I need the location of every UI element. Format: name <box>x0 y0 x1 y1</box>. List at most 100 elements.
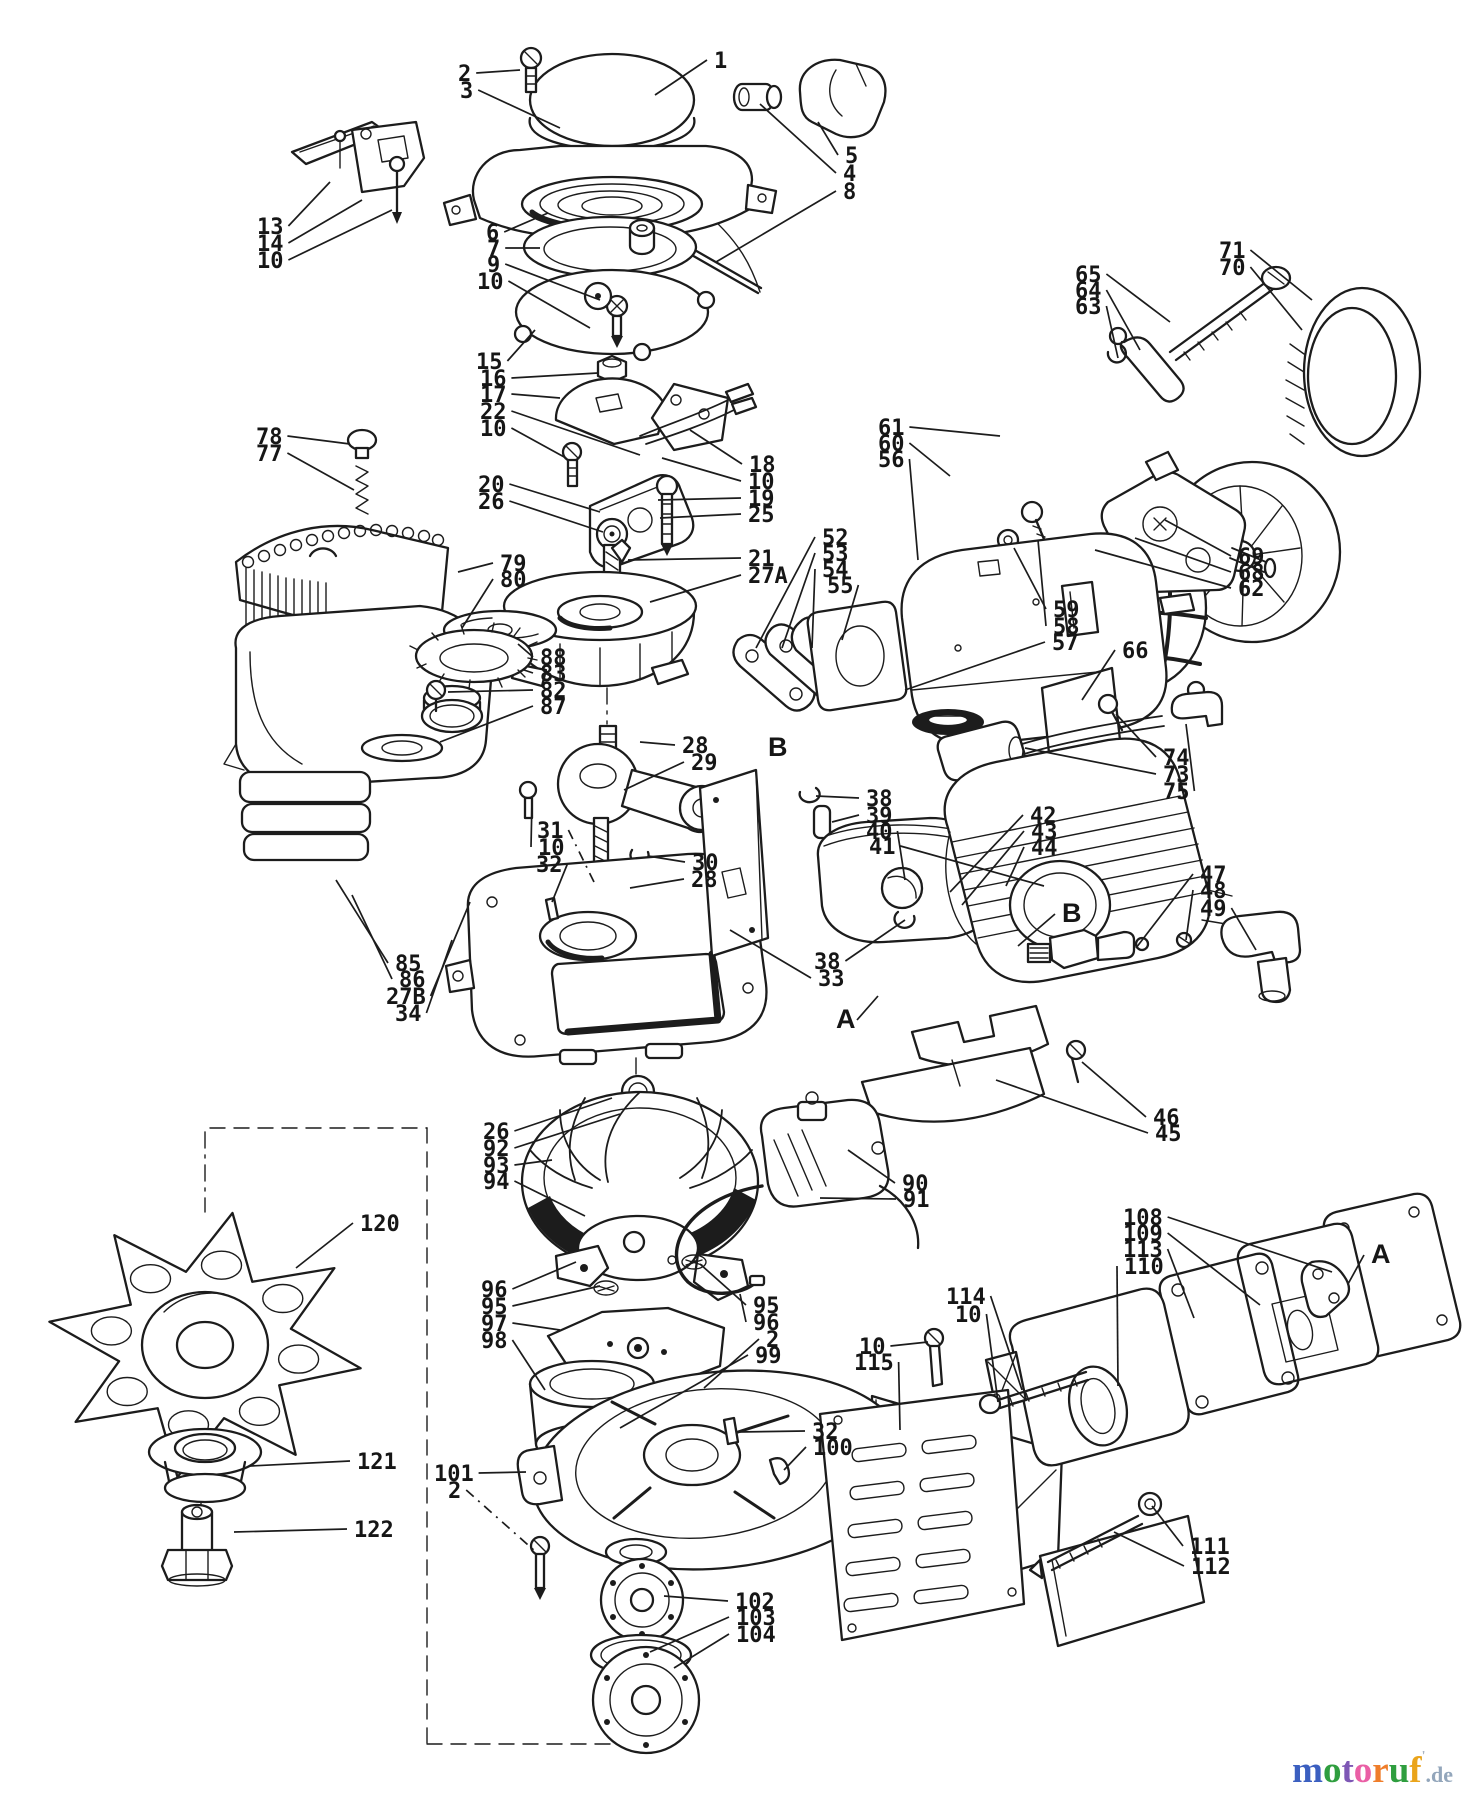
callout-10: 10 <box>480 417 507 442</box>
leader-line-1 <box>654 59 708 96</box>
callout-42: 42 <box>1030 804 1057 829</box>
callout-98: 98 <box>481 1329 508 1354</box>
tank-base-86 <box>238 770 372 804</box>
callout-layer: 1235481314106791015161722102026181019252… <box>233 49 1391 1669</box>
leader-line-80 <box>461 578 494 629</box>
callout-29: 29 <box>691 751 718 776</box>
leader-line-38 <box>844 919 906 962</box>
leader-line-25 <box>659 513 742 519</box>
leader-line-33 <box>729 929 812 979</box>
callout-60: 60 <box>878 432 905 457</box>
callout-63: 63 <box>1075 295 1102 320</box>
leader-line-10 <box>507 280 591 329</box>
leader-line-42 <box>949 814 1024 893</box>
bolt-65 <box>1168 280 1274 362</box>
flywheel-assembly <box>520 1074 760 1282</box>
callout-77: 77 <box>256 442 283 467</box>
bolt-114 <box>978 1393 1002 1415</box>
brand-letter: o <box>1353 1750 1373 1791</box>
leader-line-78 <box>287 435 351 445</box>
callout-65: 65 <box>1075 263 1102 288</box>
callout-91: 91 <box>903 1188 930 1213</box>
leader-line-10 <box>985 1313 999 1403</box>
filter-ring-70 <box>1302 286 1422 458</box>
leader-line-32 <box>737 1430 806 1433</box>
callout-52: 52 <box>822 526 849 551</box>
leader-line-46 <box>1081 1061 1147 1118</box>
leader-line-32 <box>551 863 569 903</box>
shield-slots <box>843 1434 977 1613</box>
callout-21: 21 <box>748 547 775 572</box>
leader-line-3 <box>477 89 561 129</box>
callout-57: 57 <box>1052 631 1079 656</box>
starter-pulley-stack <box>513 175 716 362</box>
callout-120: 120 <box>360 1212 400 1237</box>
leader-line-48 <box>1185 889 1194 941</box>
cam-plate-17 <box>554 377 668 446</box>
leader-line-47 <box>1135 873 1194 949</box>
leader-line-63 <box>1105 305 1119 359</box>
leader-line-55 <box>841 584 860 641</box>
leader-line-10 <box>890 1341 929 1347</box>
pin-32 <box>544 896 560 922</box>
callout-70: 70 <box>1219 256 1246 281</box>
leader-line-20 <box>509 483 601 513</box>
callout-95: 95 <box>481 1295 508 1320</box>
callout-2: 2 <box>766 1328 779 1353</box>
leader-line-2 <box>465 1489 537 1553</box>
leader-line-B <box>1017 913 1056 947</box>
leader-line-92 <box>514 1113 621 1149</box>
bearing-stack <box>589 1537 701 1755</box>
callout-64: 64 <box>1075 279 1102 304</box>
callout-114: 114 <box>946 1285 986 1310</box>
callout-28: 28 <box>682 734 709 759</box>
callout-20: 20 <box>478 473 505 498</box>
leader-line-62 <box>1094 549 1232 589</box>
leader-line-26 <box>514 1097 613 1132</box>
magnet-segment <box>688 1188 756 1256</box>
motoruf-watermark: motoruf'.de <box>1292 1749 1453 1792</box>
leader-line-65 <box>1105 273 1171 323</box>
leader-line-95 <box>699 1263 747 1306</box>
leader-line-108 <box>1167 1216 1333 1273</box>
fuel-line-parts <box>936 680 1224 782</box>
callout-62: 62 <box>1238 577 1265 602</box>
leader-line-10 <box>530 799 533 848</box>
leader-line-10 <box>288 209 393 261</box>
callout-22: 22 <box>480 400 507 425</box>
leader-line-95 <box>512 1285 601 1307</box>
callout-66: 66 <box>1122 639 1149 664</box>
callout-109: 109 <box>1123 1222 1163 1247</box>
leader-line-69 <box>1164 519 1232 557</box>
leader-line-99 <box>619 1354 749 1429</box>
leader-line-91 <box>819 1197 897 1200</box>
plug-cap-49 <box>1220 910 1302 966</box>
callout-54: 54 <box>822 558 849 583</box>
leader-line-26 <box>509 500 604 533</box>
leader-line-68 <box>1134 537 1232 573</box>
callout-27B: 27B <box>386 985 426 1010</box>
callout-10: 10 <box>955 1303 982 1328</box>
bracket-14 <box>350 120 426 194</box>
leader-line-100 <box>783 1446 807 1471</box>
callout-9: 9 <box>487 253 500 278</box>
callout-31: 31 <box>537 819 564 844</box>
bracket-screw-10 <box>388 155 406 173</box>
clip-38 <box>798 786 821 804</box>
leader-line-39 <box>831 814 860 823</box>
callout-99: 99 <box>755 1344 782 1369</box>
callout-69: 69 <box>1238 545 1265 570</box>
leader-line-114 <box>989 1295 1023 1391</box>
callout-96: 96 <box>753 1311 780 1336</box>
leader-line-43 <box>961 830 1025 906</box>
callout-26: 26 <box>478 490 505 515</box>
bolt-58 <box>1020 500 1044 524</box>
bolt-74 <box>1097 693 1119 715</box>
brand-letter: f <box>1409 1750 1422 1791</box>
leader-line-34 <box>425 939 453 1014</box>
leader-line-70 <box>1249 266 1303 331</box>
heat-shield-cover-79 <box>234 523 450 644</box>
pin-32-housing <box>722 1416 740 1446</box>
rope-pulley-7 <box>522 215 698 279</box>
callout-7: 7 <box>487 237 500 262</box>
